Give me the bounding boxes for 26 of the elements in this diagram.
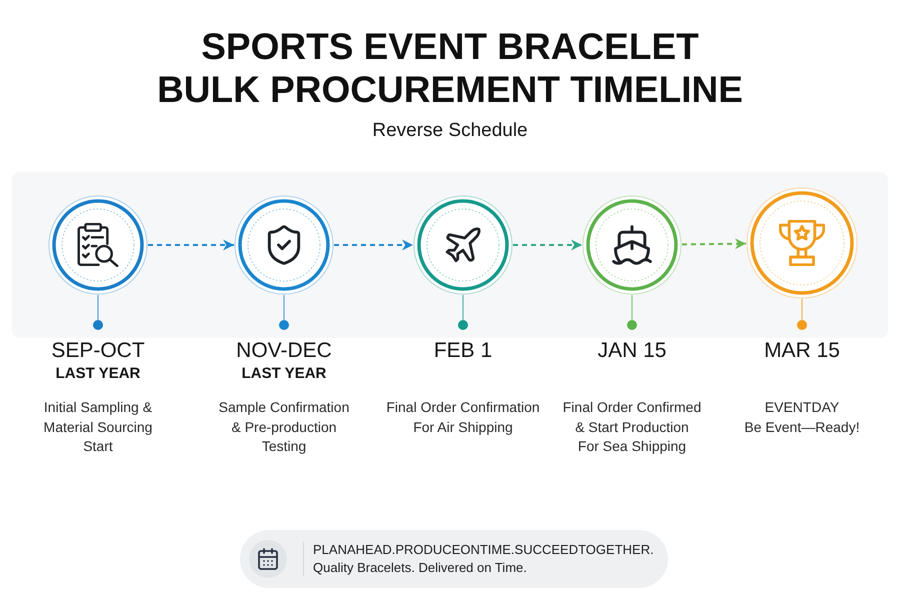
title: SPORTS EVENT BRACELET BULK PROCUREMENT TIMELINE [156, 25, 744, 111]
date-subtitle: LAST YEAR [242, 364, 326, 384]
milestone-date: SEP-OCT [51, 338, 145, 364]
dashed-arrow [334, 240, 413, 250]
subtitle: Reverse Schedule [372, 119, 528, 143]
milestone-circle [413, 195, 513, 295]
date-subtitle: LAST YEAR [56, 364, 140, 384]
milestone-description: Final Order Confirmed & Start Production For Sea Shipping [562, 398, 702, 456]
milestone-circle [48, 195, 148, 295]
milestone-date: FEB 1 [434, 338, 492, 364]
milestone-description: Initial Sampling & Material Sourcing Start [42, 398, 154, 456]
dashed-arrow [682, 238, 746, 250]
tagline-text: Quality Bracelets. Delivered on Time. [313, 559, 527, 577]
milestone-date: NOV-DEC [236, 338, 332, 364]
milestone-circle [582, 195, 682, 295]
milestone-description: EVENTDAY [764, 398, 840, 417]
slogan-text: PLANAHEAD.PRODUCEONTIME.SUCCEEDTOGETHER. [313, 541, 654, 559]
milestone-date: MAR 15 [764, 338, 840, 364]
dashed-arrow [148, 240, 234, 250]
dashed-arrow [513, 240, 582, 250]
milestone-description: Final Order Confirmation For Air Shipping [385, 398, 541, 437]
milestone-circle [234, 195, 334, 295]
milestone-circle [746, 187, 858, 299]
milestone-description: Be Event—Ready! [744, 418, 860, 437]
milestone-date: JAN 15 [598, 338, 666, 364]
milestone-description: Sample Confirmation & Pre-production Testing [218, 398, 350, 456]
